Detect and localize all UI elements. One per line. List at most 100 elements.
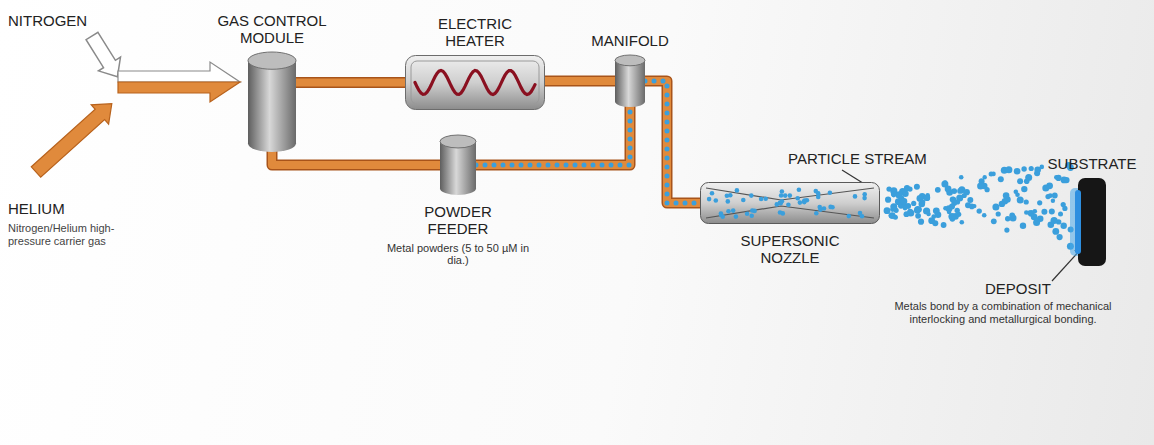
powder-particle — [989, 172, 994, 177]
powder-particle — [935, 187, 941, 193]
powder-particle — [1061, 177, 1068, 184]
node-note: Metal powders (5 to 50 µM in dia.) — [383, 242, 533, 267]
pipe-body — [645, 81, 700, 203]
powder-particle — [1051, 199, 1055, 203]
powder-flow — [476, 104, 630, 165]
powder-particle — [932, 220, 938, 226]
powder-particle — [1041, 209, 1047, 215]
node-label: MANIFOLD — [580, 32, 680, 49]
annotation-label: Nitrogen/Helium high-pressure carrier ga… — [8, 222, 126, 247]
powder-particle — [918, 219, 924, 225]
powder-particle — [941, 222, 947, 228]
powder-particle — [1024, 210, 1029, 215]
gas-pipe — [296, 82, 405, 83]
powder-particle — [915, 213, 921, 219]
gas-pipe — [272, 149, 440, 165]
powder-particle — [1061, 223, 1067, 229]
cyl-shape — [615, 55, 645, 107]
node-label: GAS CONTROL MODULE — [212, 12, 332, 47]
powder-particle — [923, 207, 930, 214]
powder-particle — [957, 188, 963, 194]
equipment-node: SUBSTRATE — [1078, 178, 1106, 266]
equipment-node: POWDER FEEDERMetal powders (5 to 50 µM i… — [440, 135, 476, 195]
equipment-node: SUPERSONIC NOZZLE — [700, 182, 880, 224]
equipment-node: MANIFOLD — [615, 55, 645, 107]
powder-particle — [1034, 166, 1041, 173]
powder-particle — [945, 186, 952, 193]
powder-particle — [1015, 192, 1020, 197]
powder-particle — [950, 197, 956, 203]
powder-particle — [911, 201, 916, 206]
heater-shape — [405, 55, 545, 110]
powder-particle — [969, 204, 975, 210]
powder-particle — [977, 183, 984, 190]
powder-particle — [1020, 223, 1026, 229]
powder-particle — [1057, 234, 1063, 240]
powder-particle — [890, 203, 897, 210]
powder-particle — [1017, 196, 1024, 203]
powder-particle — [924, 195, 931, 202]
node-label: SUPERSONIC NOZZLE — [733, 232, 848, 267]
nozzle-shape — [700, 182, 880, 224]
powder-particle — [1062, 206, 1067, 211]
powder-particle — [1024, 199, 1029, 204]
powder-particle — [1033, 209, 1038, 214]
substrate-shape — [1078, 178, 1106, 266]
annotation-label: PARTICLE STREAM — [788, 150, 928, 167]
cyl-shape — [248, 52, 296, 152]
cyl-shape — [440, 135, 476, 195]
powder-particle — [886, 186, 891, 191]
powder-particle — [1003, 192, 1010, 199]
powder-particle — [1021, 166, 1026, 171]
powder-particle — [924, 195, 930, 201]
powder-particle — [998, 176, 1004, 182]
powder-particle — [955, 208, 960, 213]
powder-particle — [1005, 216, 1010, 221]
powder-particle — [947, 210, 952, 215]
powder-particle — [1033, 219, 1040, 226]
powder-particle — [920, 199, 925, 204]
powder-particle — [1029, 166, 1034, 171]
node-label-group: SUBSTRATE — [1042, 155, 1142, 172]
annotation-label: HELIUM — [8, 200, 118, 217]
powder-particle — [904, 211, 910, 217]
powder-particle — [959, 175, 964, 180]
powder-particle — [1052, 228, 1059, 235]
powder-particle — [982, 213, 987, 218]
equipment-node: GAS CONTROL MODULE — [248, 52, 296, 152]
annotation-label: NITROGEN — [8, 12, 118, 29]
powder-particle — [960, 220, 965, 225]
powder-particle — [885, 197, 891, 203]
node-label-group: ELECTRIC HEATER — [415, 15, 535, 50]
pipe-outline — [272, 149, 440, 165]
annotation-label: DEPOSIT — [985, 280, 1065, 297]
powder-particle — [935, 212, 942, 219]
pipe-outline — [296, 77, 405, 88]
powder-particle — [943, 206, 947, 210]
equipment-node: ELECTRIC HEATER — [405, 55, 545, 110]
powder-particle — [901, 198, 908, 205]
powder-particle — [1037, 200, 1042, 205]
node-label-group: GAS CONTROL MODULE — [207, 12, 337, 47]
node-label: ELECTRIC HEATER — [425, 15, 525, 50]
powder-particle — [884, 207, 891, 214]
carrier-gas-arrow — [118, 62, 240, 102]
powder-particle — [967, 197, 973, 203]
node-label-group: MANIFOLD — [575, 32, 685, 49]
powder-particle — [1051, 217, 1058, 224]
node-label-group: SUPERSONIC NOZZLE — [725, 232, 855, 267]
powder-particle — [1049, 208, 1055, 214]
node-label: SUBSTRATE — [1044, 155, 1140, 172]
pipe-outline — [645, 81, 700, 203]
powder-particle — [943, 180, 947, 184]
gas-pipe — [645, 81, 700, 203]
powder-particle — [889, 212, 896, 219]
powder-particle — [914, 207, 921, 214]
powder-particle — [949, 203, 955, 209]
powder-particle — [1052, 193, 1058, 199]
powder-particle — [1004, 228, 1009, 233]
powder-particle — [996, 211, 1001, 216]
powder-particle — [1009, 213, 1015, 219]
powder-particle — [1005, 166, 1012, 173]
